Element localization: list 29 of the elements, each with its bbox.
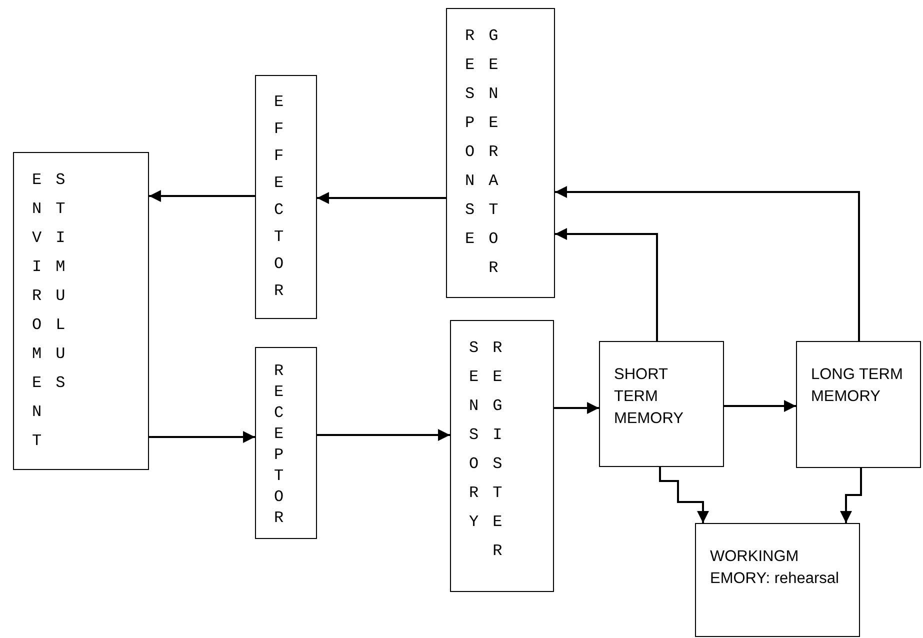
arrow [724,400,796,412]
vertical-label: RESPONSE [465,26,475,250]
vertical-label: REGISTER [492,338,502,562]
arrow [554,402,599,414]
process-box [13,152,149,470]
arrow [840,468,862,523]
vertical-label: RECEPTOR [274,361,284,529]
process-box [446,8,555,298]
arrow [555,186,860,341]
vertical-label: EFFECTOR [274,92,284,302]
process-box [450,320,554,592]
process-box [255,75,317,319]
vertical-label: STIMULUS [56,170,66,394]
box-label: SHORT TERM MEMORY [614,365,684,429]
arrow [149,431,255,443]
box-label: LONG TERM MEMORY [811,365,904,407]
vertical-label: ENVIROMENT [32,170,42,452]
arrow [317,429,450,441]
arrow [555,228,658,341]
arrow [659,467,709,523]
arrow [149,190,255,202]
arrow [317,192,446,204]
box-label: WORKINGM EMORY: rehearsal [710,547,840,589]
process-box [599,341,724,467]
process-box [796,341,921,468]
process-box [255,347,317,539]
vertical-label: SENSORY [469,338,479,533]
process-box [695,523,860,637]
vertical-label: GENERATOR [488,26,498,279]
